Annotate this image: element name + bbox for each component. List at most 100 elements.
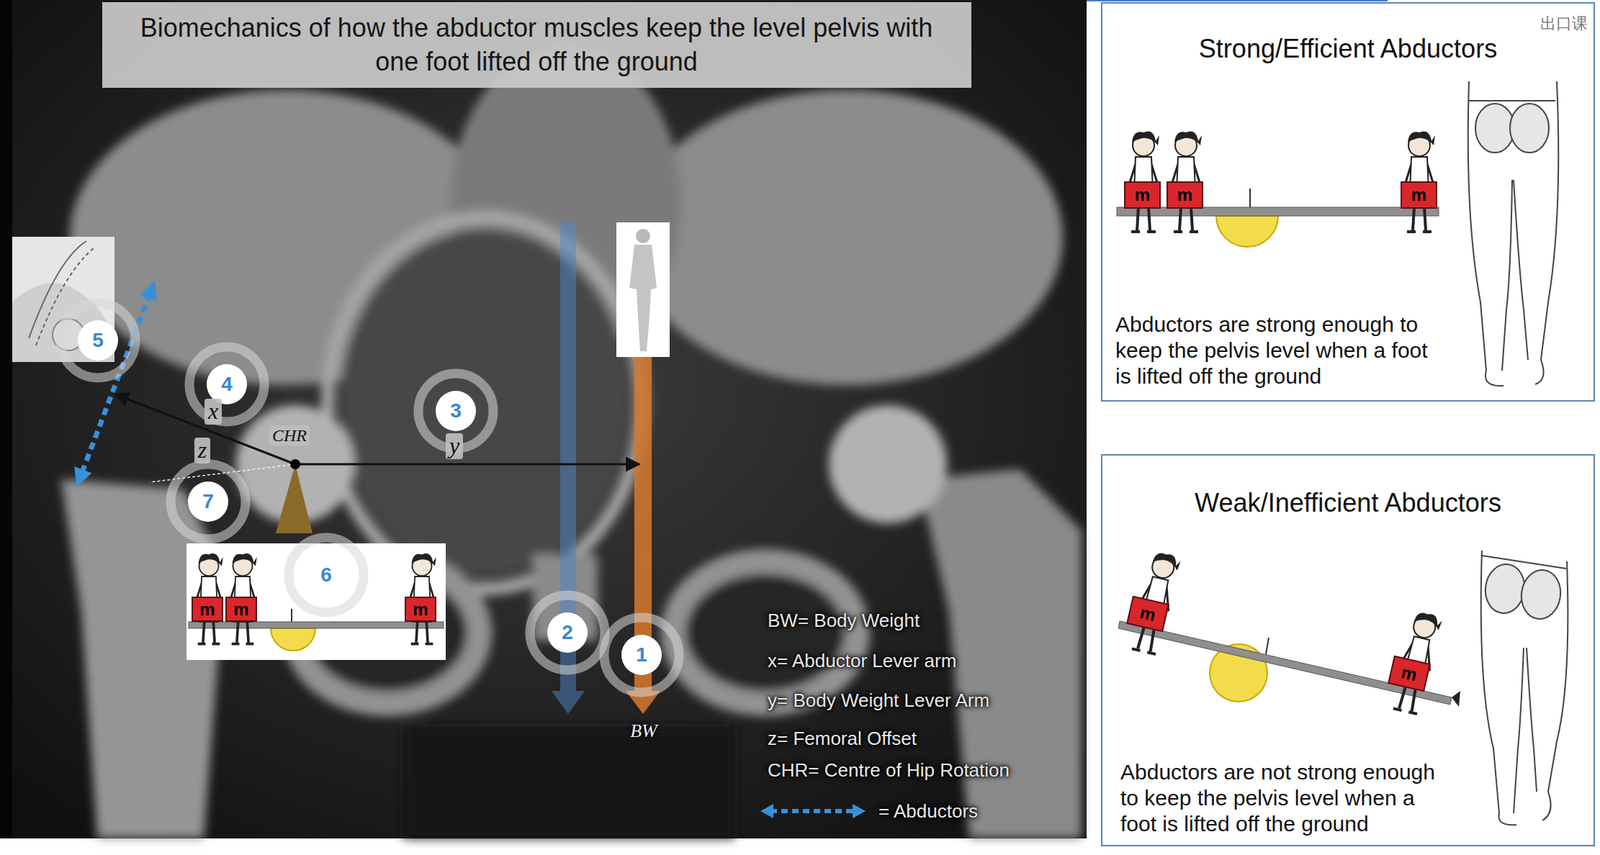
legend-sample [760, 804, 774, 819]
mass-box: m [1166, 181, 1204, 209]
callout-number: 3 [450, 401, 462, 422]
watermark: 出口课 [1540, 15, 1588, 32]
lever-arms [290, 459, 301, 470]
mass-label: m [412, 601, 428, 619]
callout-rings [77, 320, 119, 361]
legs-level-pelvis [1468, 81, 1559, 386]
legs-dropped-pelvis [1513, 648, 1524, 814]
callout-rings [77, 320, 662, 676]
xray-image [0, 0, 1087, 839]
person-figure [616, 222, 670, 358]
mass-box: m [225, 596, 258, 623]
definition-text: x= Abductor Lever arm [767, 650, 957, 672]
callout-number: 2 [561, 622, 574, 644]
mass-label: m [1399, 663, 1419, 685]
panel-heading: Weak/Inefficient Abductors [1102, 488, 1594, 519]
legs-dropped-pelvis [1518, 568, 1564, 623]
person-figure [629, 244, 657, 352]
callout-rings [621, 635, 662, 676]
callout-rings [288, 537, 364, 613]
point-label: CHR [269, 425, 310, 446]
seesaw-inset [290, 609, 293, 623]
legs-dropped-pelvis [1481, 550, 1517, 826]
callout-rings [189, 347, 265, 422]
callout-rings [187, 481, 229, 523]
xray-image [0, 0, 1087, 839]
definition-text: CHR= Centre of Hip Rotation [767, 760, 1010, 782]
xray-image [673, 561, 858, 705]
tilted-seesaw [1265, 637, 1269, 655]
xray-image [340, 230, 629, 577]
seesaw-inset [186, 543, 446, 661]
info-panel: Weak/Inefficient AbductorsAbductors are … [1100, 454, 1595, 847]
legs-dropped-pelvis [1481, 555, 1567, 569]
xray-image [828, 405, 947, 524]
callout-rings [435, 390, 476, 432]
definition-text: z= Femoral Offset [767, 728, 917, 750]
callout-number: 7 [202, 491, 214, 512]
callout-number: 5 [92, 330, 104, 351]
legs-level-pelvis [1513, 180, 1528, 361]
mass-box: m [1387, 655, 1431, 693]
mass-label: m [1138, 604, 1158, 625]
mass-label: m [1134, 186, 1150, 204]
mass-box: m [1400, 181, 1438, 209]
legs-dropped-pelvis [1481, 550, 1569, 826]
legs-level-pelvis [1468, 100, 1556, 102]
callout-number: 1 [635, 645, 648, 666]
tilted-seesaw [1451, 691, 1461, 708]
xray-image [61, 46, 1082, 839]
callout-rings [60, 303, 680, 693]
definition-text: BW= Body Weight [767, 610, 920, 632]
balanced-seesaw [1249, 188, 1251, 208]
legs-dropped-pelvis [1526, 648, 1537, 793]
variable-label: y [445, 433, 464, 460]
legend-sample [852, 804, 866, 819]
callout-rings [60, 303, 680, 693]
seesaw-inset [188, 622, 444, 629]
balanced-seesaw [1216, 216, 1279, 247]
abductor-arrow [77, 284, 154, 484]
variable-label: z [194, 437, 211, 464]
lever-arms [275, 464, 313, 534]
callout-rings [547, 612, 588, 654]
legend-sample [770, 809, 856, 814]
callout-rings [529, 595, 605, 671]
mass-label: m [199, 601, 215, 619]
mass-box: m [404, 596, 437, 623]
callout-rings [170, 464, 246, 540]
balanced-seesaw [1116, 131, 1439, 248]
callout-rings [60, 303, 136, 379]
legend-sample [760, 802, 866, 821]
xray-image [327, 217, 642, 590]
legs-level-pelvis [1509, 103, 1549, 153]
lever-arms [295, 463, 640, 466]
callout-rings [604, 617, 680, 693]
title-banner [102, 2, 972, 88]
balanced-seesaw [1116, 207, 1439, 217]
legs-level-pelvis [1475, 103, 1515, 153]
variable-label: x [204, 398, 222, 425]
panel-body: Abductors are strong enough to keep the … [1115, 311, 1444, 390]
xray-image [403, 727, 735, 839]
mass-box: m [1124, 181, 1161, 209]
legs-level-pelvis [1468, 81, 1504, 386]
person-figure [635, 228, 651, 244]
xray-image [0, 0, 13, 839]
title-text: Biomechanics of how the abductor muscles… [133, 11, 940, 80]
lever-arms [115, 394, 296, 465]
panel-heading: Strong/Efficient Abductors [1102, 33, 1594, 65]
mass-label: m [1411, 186, 1427, 204]
legs-level-pelvis [1502, 180, 1513, 371]
legend-item: = Abductors [760, 801, 978, 823]
force-label: BW [630, 722, 658, 741]
seesaw-inset [186, 543, 446, 661]
info-panel: Strong/Efficient AbductorsAbductors are … [1100, 2, 1595, 402]
legs-dropped-pelvis [1542, 561, 1568, 821]
legs-level-pelvis [1535, 81, 1559, 385]
callout-rings [306, 555, 347, 596]
mass-box: m [1126, 596, 1170, 633]
mass-label: m [233, 601, 249, 619]
